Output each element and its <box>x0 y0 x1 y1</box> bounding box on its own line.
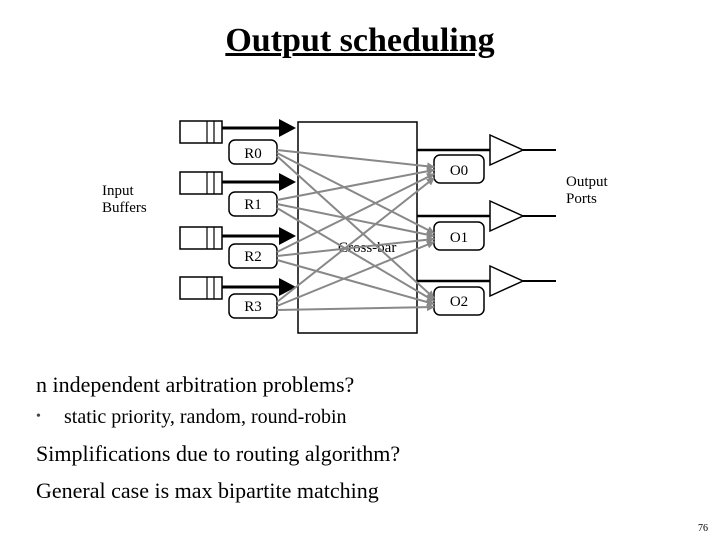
input-buffers-label-2: Buffers <box>102 200 147 216</box>
arrow-r1-o2 <box>276 207 435 302</box>
arrow-r0-o1 <box>276 152 435 234</box>
router-label-r0: R0 <box>244 146 262 162</box>
arrow-r2-o2 <box>276 259 435 306</box>
input-buffer-1 <box>179 171 296 195</box>
router-label-r1: R1 <box>244 197 262 213</box>
router-label-r3: R3 <box>244 299 262 315</box>
bullet-arbitration: n independent arbitration problems? <box>36 372 355 397</box>
page-number: 76 <box>698 523 708 534</box>
sub-bullet-policies: • static priority, random, round-robin <box>36 403 400 435</box>
router-label-r2: R2 <box>244 249 262 265</box>
output-port-1 <box>417 199 556 233</box>
output-label-o0: O0 <box>450 163 468 179</box>
router-box-r0 <box>228 139 278 165</box>
input-buffer-0 <box>179 119 296 144</box>
output-port-2 <box>417 264 556 298</box>
output-ports-label-1: Output <box>566 174 609 190</box>
sub-bullet-text: static priority, random, round-robin <box>64 406 347 428</box>
output-label-o1: O1 <box>450 230 468 246</box>
arrow-r0-o2 <box>276 155 435 299</box>
bullet-matching: General case is max bipartite matching <box>36 478 379 503</box>
input-buffers-label-1: Input <box>102 183 134 199</box>
input-buffer-2 <box>179 226 296 250</box>
crossbar-diagram: Input Buffers Output Ports Cross-bar R0 … <box>102 119 609 334</box>
arrow-r3-o0 <box>276 177 435 303</box>
arrow-r2-o1 <box>276 235 435 257</box>
input-buffer-3 <box>179 276 296 300</box>
output-port-0 <box>417 133 556 167</box>
bullet-dot-icon: • <box>36 409 41 424</box>
arrow-r0-o0 <box>276 149 435 171</box>
arrow-r1-o0 <box>276 167 435 201</box>
arrow-r1-o1 <box>276 203 435 239</box>
output-ports-label-2: Ports <box>566 191 597 207</box>
arrow-r3-o1 <box>276 240 435 307</box>
output-label-o2: O2 <box>450 294 468 310</box>
arrow-r3-o2 <box>276 303 435 312</box>
request-arrows <box>276 149 435 312</box>
bullet-list: n independent arbitration problems? • st… <box>36 366 400 509</box>
slide-title: Output scheduling <box>225 22 495 59</box>
bullet-routing: Simplifications due to routing algorithm… <box>36 441 401 466</box>
arrow-r2-o0 <box>276 173 435 253</box>
